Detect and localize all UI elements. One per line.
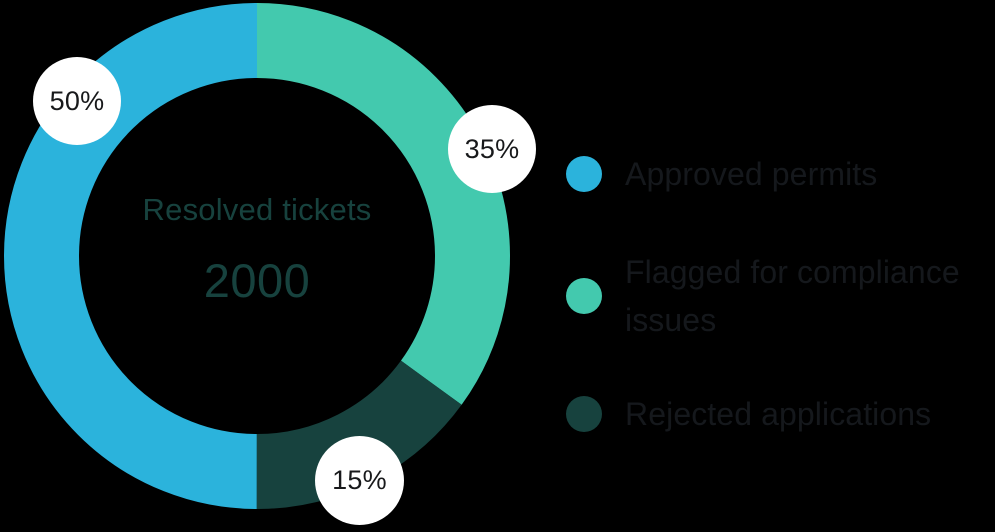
chart-legend: Approved permits Flagged for compliance … (566, 150, 986, 438)
legend-color-swatch-icon (566, 156, 602, 192)
legend-item-rejected-applications[interactable]: Rejected applications (566, 390, 986, 438)
legend-color-swatch-icon (566, 278, 602, 314)
donut-svg (4, 3, 510, 509)
percentage-badge-approved-permits[interactable]: 50% (33, 57, 121, 145)
legend-item-label: Rejected applications (625, 396, 932, 432)
percentage-badge-rejected-applications[interactable]: 15% (315, 436, 404, 525)
donut-segment-flagged-compliance[interactable] (4, 3, 510, 509)
percentage-badge-flagged-compliance[interactable]: 35% (448, 105, 536, 193)
legend-item-label: Flagged for compliance issues (625, 254, 960, 338)
legend-color-swatch-icon (566, 396, 602, 432)
legend-item-flagged-compliance[interactable]: Flagged for compliance issues (566, 248, 986, 344)
legend-item-label: Approved permits (625, 156, 878, 192)
legend-item-approved-permits[interactable]: Approved permits (566, 150, 986, 198)
donut-chart: Resolved tickets 2000 50% 35% 15% (4, 3, 536, 525)
donut-segment-rejected-applications[interactable] (4, 3, 510, 509)
